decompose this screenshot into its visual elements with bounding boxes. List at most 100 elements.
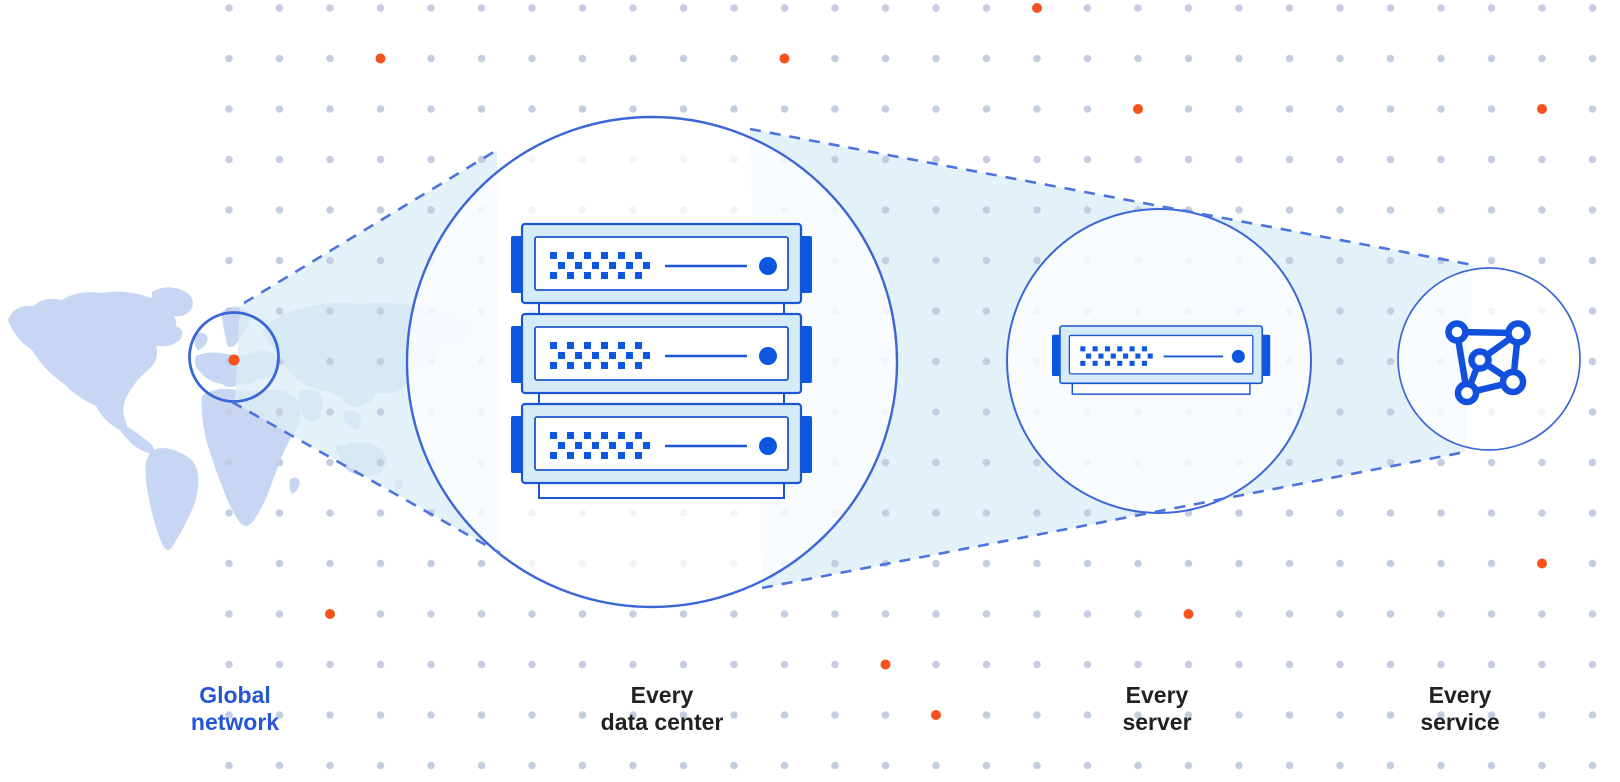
grid-dot: [881, 610, 890, 618]
dashed-tangent-upper-left: [243, 148, 498, 305]
grid-dot: [1487, 458, 1496, 467]
grid-dot: [1285, 4, 1294, 12]
grid-dot: [982, 256, 991, 265]
grid-dot: [1538, 256, 1546, 265]
grid-dot: [1083, 711, 1092, 719]
grid-dot: [1386, 256, 1395, 265]
server-unit: [509, 222, 814, 320]
grid-dot: [831, 711, 839, 719]
server-unit: [509, 312, 814, 410]
grid-dot: [225, 711, 233, 719]
grid-dot: [275, 660, 284, 669]
grid-dot: [1437, 761, 1445, 770]
grid-dot: [1083, 4, 1092, 12]
grid-dot: [427, 660, 435, 669]
grid-dot: [982, 357, 991, 366]
grid-dot: [1588, 509, 1597, 517]
grid-dot: [326, 660, 334, 669]
grid-dot: [1437, 610, 1445, 618]
grid-dot: [1033, 155, 1041, 164]
grid-dot: [679, 105, 688, 113]
grid-dot: [326, 408, 334, 416]
grid-dot: [831, 559, 839, 568]
grid-dot: [1285, 155, 1294, 164]
grid-dot: [477, 610, 486, 618]
grid-dot: [1386, 509, 1395, 517]
grid-dot: [780, 610, 789, 618]
grid-dot: [1588, 206, 1597, 214]
grid-dot: [275, 54, 284, 63]
grid-dot: [376, 357, 385, 366]
grid-dot: [1134, 711, 1142, 719]
grid-dot: [326, 54, 334, 63]
grid-dot: [1033, 610, 1041, 618]
grid-dot: [578, 4, 587, 12]
orange-dot: [375, 53, 386, 64]
grid-dot: [376, 307, 385, 315]
grid-dot: [1184, 711, 1193, 719]
grid-dot: [225, 761, 233, 770]
grid-dot: [1538, 509, 1546, 517]
grid-dot: [477, 660, 486, 669]
grid-dot: [1285, 711, 1294, 719]
label-line: data center: [600, 709, 724, 735]
grid-dot: [1386, 610, 1395, 618]
grid-dot: [780, 105, 789, 113]
grid-dot: [1184, 155, 1193, 164]
grid-dot: [1235, 559, 1243, 568]
grid-dot: [427, 155, 435, 164]
grid-dot: [1134, 610, 1142, 618]
grid-dot: [932, 559, 940, 568]
grid-dot: [275, 509, 284, 517]
grid-dot: [1588, 307, 1597, 315]
grid-dot: [1588, 54, 1597, 63]
grid-dot: [1184, 660, 1193, 669]
grid-dot: [1336, 610, 1344, 618]
grid-dot: [477, 559, 486, 568]
grid-dot: [225, 509, 233, 517]
grid-dot: [1336, 458, 1344, 467]
grid-dot: [1386, 357, 1395, 366]
grid-dot: [1487, 155, 1496, 164]
grid-dot: [982, 559, 991, 568]
label-line: Every: [1428, 682, 1492, 708]
grid-dot: [982, 54, 991, 63]
grid-dot: [1386, 559, 1395, 568]
grid-dot: [1235, 206, 1243, 214]
grid-dot: [982, 105, 991, 113]
grid-dot: [1386, 105, 1395, 113]
grid-dot: [1285, 610, 1294, 618]
grid-dot: [1285, 256, 1294, 265]
grid-dot: [932, 357, 940, 366]
grid-dot: [326, 155, 334, 164]
grid-dot: [1285, 54, 1294, 63]
grid-dot: [376, 761, 385, 770]
grid-dot: [1487, 4, 1496, 12]
grid-dot: [1336, 559, 1344, 568]
grid-dot: [1285, 105, 1294, 113]
grid-dot: [932, 509, 940, 517]
grid-dot: [376, 610, 385, 618]
grid-dot: [578, 761, 587, 770]
grid-dot: [1184, 54, 1193, 63]
grid-dot: [1588, 4, 1597, 12]
orange-dot: [1183, 609, 1194, 619]
grid-dot: [1588, 357, 1597, 366]
grid-dot: [780, 4, 789, 12]
grid-dot: [1134, 155, 1142, 164]
grid-dot: [1588, 761, 1597, 770]
grid-dot: [1285, 458, 1294, 467]
grid-dot: [881, 256, 890, 265]
grid-dot: [1588, 408, 1597, 416]
grid-dot: [376, 660, 385, 669]
dashed-tangent-upper-right: [749, 127, 1474, 267]
grid-dot: [1588, 105, 1597, 113]
grid-dot: [831, 105, 839, 113]
label-line: Every: [630, 682, 694, 708]
grid-dot: [376, 4, 385, 12]
grid-dot: [1538, 610, 1546, 618]
grid-dot: [881, 206, 890, 214]
map-region-circle: [188, 311, 280, 403]
grid-dot: [629, 610, 637, 618]
